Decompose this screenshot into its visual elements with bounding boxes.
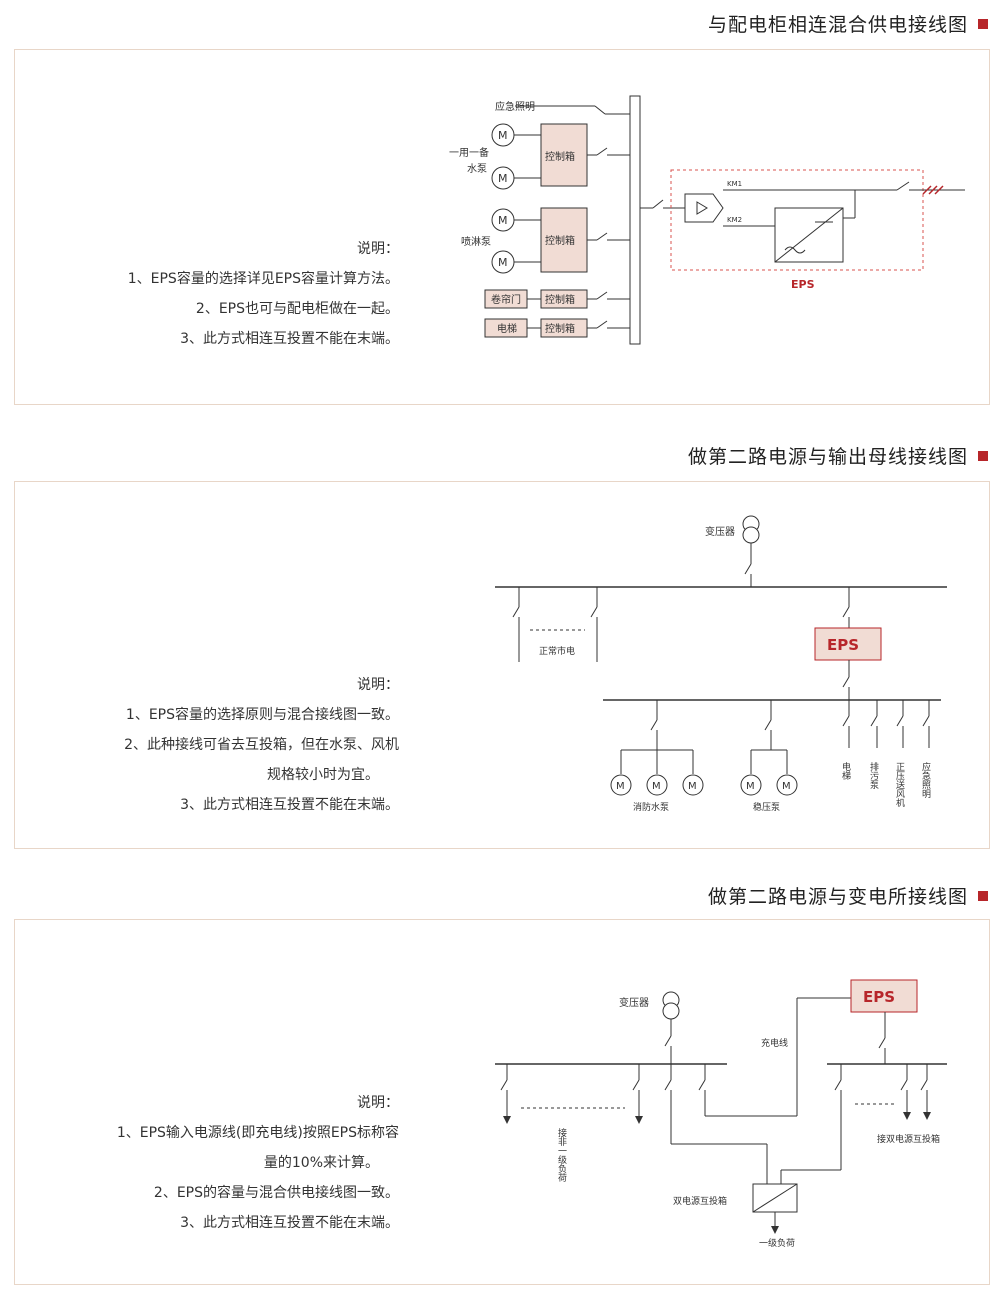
section-title-3: 做第二路电源与变电所接线图	[708, 882, 988, 909]
label-rolling-door: 卷帘门	[491, 293, 521, 306]
section-title-text: 与配电柜相连混合供电接线图	[707, 14, 968, 36]
label-first-load: 一级负荷	[759, 1237, 795, 1249]
motor-label: M	[688, 781, 697, 792]
motor-icon	[646, 774, 668, 796]
note-item: 3、此方式相连互投置不能在末端。	[180, 1215, 399, 1231]
notes-title: 说明：	[357, 677, 399, 693]
label-emergency-light: 应急照明	[920, 761, 931, 799]
diagram-panel-3: 说明： 1、EPS输入电源线(即充电线)按照EPS标称容 量的10%来计算。 2…	[14, 919, 990, 1285]
section-title-1: 与配电柜相连混合供电接线图	[708, 10, 988, 37]
motor-label: M	[498, 214, 508, 227]
wiring-diagram-3: 变压器 接非一级负荷 充电线 EPS	[495, 979, 947, 1249]
note-item: 3、此方式相连互投置不能在末端。	[180, 797, 399, 813]
notes-block-1: 说明： 1、EPS容量的选择详见EPS容量计算方法。 2、EPS也可与配电柜做在…	[128, 234, 399, 354]
motor-icon	[740, 774, 762, 796]
diagram-panel-2: 说明： 1、EPS容量的选择原则与混合接线图一致。 2、此种接线可省去互投箱，但…	[14, 481, 990, 849]
label-km2: KM2	[727, 216, 742, 224]
motor-label: M	[782, 781, 791, 792]
label-dual-box-center: 双电源互投箱	[673, 1195, 727, 1207]
label-pump-group: 一用一备	[449, 146, 489, 159]
section-marker-icon	[978, 450, 988, 461]
note-item: 规格较小时为宜。	[267, 767, 379, 783]
label-normal-power: 正常市电	[539, 645, 575, 657]
note-item: 1、EPS输入电源线(即充电线)按照EPS标称容	[116, 1125, 399, 1141]
motor-icon	[610, 774, 632, 796]
eps-box	[850, 979, 918, 1013]
motor-icon	[682, 774, 704, 796]
control-box-label: 控制箱	[545, 322, 575, 335]
section-marker-icon	[978, 890, 988, 901]
control-box-label: 控制箱	[545, 234, 575, 247]
bus-bar	[629, 95, 641, 345]
motor-label: M	[652, 781, 661, 792]
notes-title: 说明：	[357, 241, 399, 257]
note-item: 量的10%来计算。	[263, 1155, 379, 1171]
label-sewage-pump: 排污泵	[868, 761, 879, 789]
label-water-pump: 水泵	[467, 163, 487, 175]
control-box-label: 控制箱	[545, 150, 575, 163]
eps-label: EPS	[863, 988, 895, 1006]
motor-label: M	[498, 129, 508, 142]
motor-label: M	[616, 781, 625, 792]
label-non-first-load: 接非一级负荷	[556, 1127, 567, 1183]
notes-title: 说明：	[357, 1095, 399, 1111]
notes-block-3: 说明： 1、EPS输入电源线(即充电线)按照EPS标称容 量的10%来计算。 2…	[117, 1088, 399, 1238]
notes-block-2: 说明： 1、EPS容量的选择原则与混合接线图一致。 2、此种接线可省去互投箱，但…	[124, 670, 399, 820]
label-stable-pump: 稳压泵	[753, 801, 780, 813]
transformer-icon	[662, 1002, 680, 1020]
motor-icon	[776, 774, 798, 796]
label-pressure-fan: 正压送风机	[894, 762, 905, 808]
motor-label: M	[498, 172, 508, 185]
note-item: 1、EPS容量的选择原则与混合接线图一致。	[125, 707, 399, 723]
label-sprinkler-pump: 喷淋泵	[461, 235, 491, 248]
control-box	[540, 123, 588, 187]
section-title-text: 做第二路电源与输出母线接线图	[687, 446, 968, 468]
section-title-text: 做第二路电源与变电所接线图	[707, 886, 968, 908]
motor-label: M	[746, 781, 755, 792]
note-item: 2、EPS也可与配电柜做在一起。	[195, 301, 399, 317]
label-dual-box-right: 接双电源互投箱	[877, 1133, 940, 1145]
label-fire-pump: 消防水泵	[633, 801, 669, 813]
note-item: 1、EPS容量的选择详见EPS容量计算方法。	[127, 271, 399, 287]
transfer-switch	[684, 193, 724, 223]
eps-box	[814, 627, 882, 661]
control-box-label: 控制箱	[545, 293, 575, 306]
section-marker-icon	[978, 18, 988, 29]
label-transformer: 变压器	[619, 996, 649, 1009]
wiring-diagram-2: 变压器 正常市电 EPS M	[495, 515, 947, 813]
note-item: 3、此方式相连互投置不能在末端。	[180, 331, 399, 347]
label-elevator: 电梯	[840, 761, 851, 781]
note-item: 2、EPS的容量与混合供电接线图一致。	[153, 1185, 399, 1201]
note-item: 2、此种接线可省去互投箱，但在水泵、风机	[124, 737, 399, 753]
eps-label: EPS	[827, 636, 859, 654]
section-title-2: 做第二路电源与输出母线接线图	[688, 442, 988, 469]
diagram-panel-1: 说明： 1、EPS容量的选择详见EPS容量计算方法。 2、EPS也可与配电柜做在…	[14, 49, 990, 405]
eps-region-label: EPS	[791, 278, 815, 291]
wiring-diagram-1: 应急照明 M M 一用一备 水泵 控制箱 M M 喷淋泵 控制箱	[449, 95, 965, 345]
control-box	[540, 207, 588, 273]
label-km1: KM1	[727, 180, 742, 188]
eps-region	[670, 169, 924, 271]
motor-label: M	[498, 256, 508, 269]
label-elevator: 电梯	[497, 322, 517, 335]
label-transformer: 变压器	[705, 525, 735, 538]
label-charge-line: 充电线	[761, 1037, 788, 1049]
transformer-icon	[742, 526, 760, 544]
